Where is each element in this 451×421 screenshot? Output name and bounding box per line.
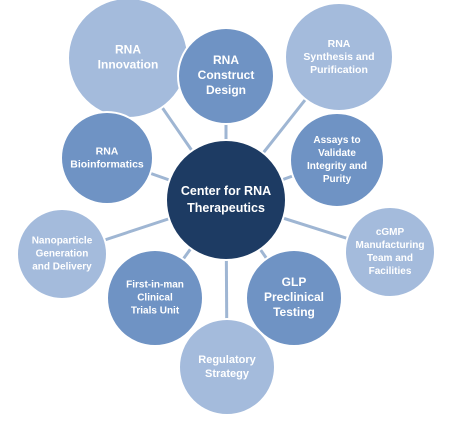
node-label-cgmp-manufacturing-line-1: cGMP — [376, 227, 405, 238]
node-label-glp-preclinical-line-3: Testing — [273, 305, 315, 319]
node-label-rna-bioinformatics-line-2: Bioinformatics — [70, 158, 144, 170]
node-label-assays-validate-line-1: Assays to — [313, 135, 360, 146]
node-label-regulatory-strategy-line-2: Strategy — [205, 368, 250, 380]
node-label-glp-preclinical-line-1: GLP — [282, 275, 307, 289]
node-label-rna-synthesis-purification-line-2: Synthesis and — [303, 51, 374, 63]
node-label-cgmp-manufacturing-line-2: Manufacturing — [356, 240, 425, 251]
node-label-assays-validate-line-3: Integrity and — [307, 161, 367, 172]
node-circle-nanoparticle-generation — [16, 208, 108, 300]
node-label-rna-synthesis-purification-line-1: RNA — [328, 38, 351, 50]
node-label-rna-construct-design-line-1: RNA — [213, 53, 239, 67]
node-label-nanoparticle-generation-line-1: Nanoparticle — [32, 236, 93, 247]
node-label-first-in-man-line-2: Clinical — [137, 293, 173, 304]
node-circle-regulatory-strategy — [178, 318, 276, 416]
node-label-cgmp-manufacturing-line-4: Facilities — [369, 266, 412, 277]
center-node: Center for RNA Therapeutics — [165, 139, 287, 261]
node-circle-rna-bioinformatics — [60, 111, 154, 205]
center-label-line-2: Therapeutics — [187, 201, 265, 215]
node-label-rna-bioinformatics-line-1: RNA — [96, 145, 119, 157]
node-label-rna-synthesis-purification-line-3: Purification — [310, 64, 368, 76]
center-label-line-1: Center for RNA — [181, 184, 271, 198]
node-label-nanoparticle-generation-line-3: and Delivery — [32, 262, 92, 273]
node-label-rna-innovation-line-1: RNA — [115, 43, 141, 57]
node-label-first-in-man-line-3: Trials Unit — [131, 306, 180, 317]
node-label-first-in-man-line-1: First-in-man — [126, 280, 184, 291]
node-label-cgmp-manufacturing-line-3: Team and — [367, 253, 413, 264]
node-circle-first-in-man — [106, 249, 204, 347]
center-circle — [165, 139, 287, 261]
node-circle-rna-synthesis-purification — [284, 2, 394, 112]
node-label-nanoparticle-generation-line-2: Generation — [36, 249, 89, 260]
node-label-rna-construct-design-line-2: Construct — [198, 68, 255, 82]
node-circle-rna-construct-design — [177, 27, 275, 125]
node-circle-cgmp-manufacturing — [344, 206, 436, 298]
node-label-assays-validate-line-2: Validate — [318, 148, 356, 159]
node-circle-glp-preclinical — [245, 249, 343, 347]
node-circle-assays-validate — [289, 112, 385, 208]
node-label-assays-validate-line-4: Purity — [323, 174, 352, 185]
node-label-glp-preclinical-line-2: Preclinical — [264, 290, 324, 304]
node-label-rna-innovation-line-2: Innovation — [98, 58, 159, 72]
node-label-regulatory-strategy-line-1: Regulatory — [198, 354, 256, 366]
node-label-rna-construct-design-line-3: Design — [206, 83, 246, 97]
